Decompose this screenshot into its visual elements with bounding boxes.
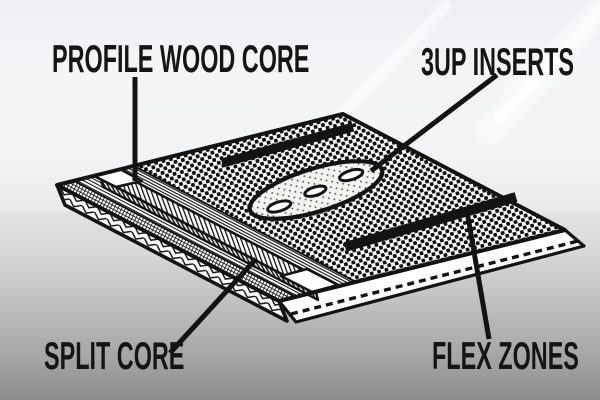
insert-hole — [266, 199, 293, 214]
label-split-core: SPLIT CORE — [44, 335, 185, 378]
leader-line-split-core — [168, 257, 258, 355]
label-3up-inserts: 3UP INSERTS — [421, 41, 575, 84]
flex-stripe-lower — [343, 192, 518, 252]
leader-line-3up-inserts — [369, 73, 499, 173]
board-outline — [55, 112, 567, 303]
edge-stitch-line — [290, 239, 579, 316]
insert-hole — [338, 167, 365, 183]
leader-line-flex-zones — [464, 210, 492, 340]
comb-layer-band — [114, 166, 356, 287]
insert-plate — [247, 159, 385, 221]
label-profile-wood-core: PROFILE WOOD CORE — [52, 38, 310, 81]
flex-stripe-upper — [220, 122, 355, 168]
insert-hole — [303, 184, 328, 198]
watermark-chevron-icon — [322, 0, 600, 145]
crosshatch-layer-band — [57, 181, 296, 301]
label-flex-zones: FLEX ZONES — [432, 335, 579, 378]
